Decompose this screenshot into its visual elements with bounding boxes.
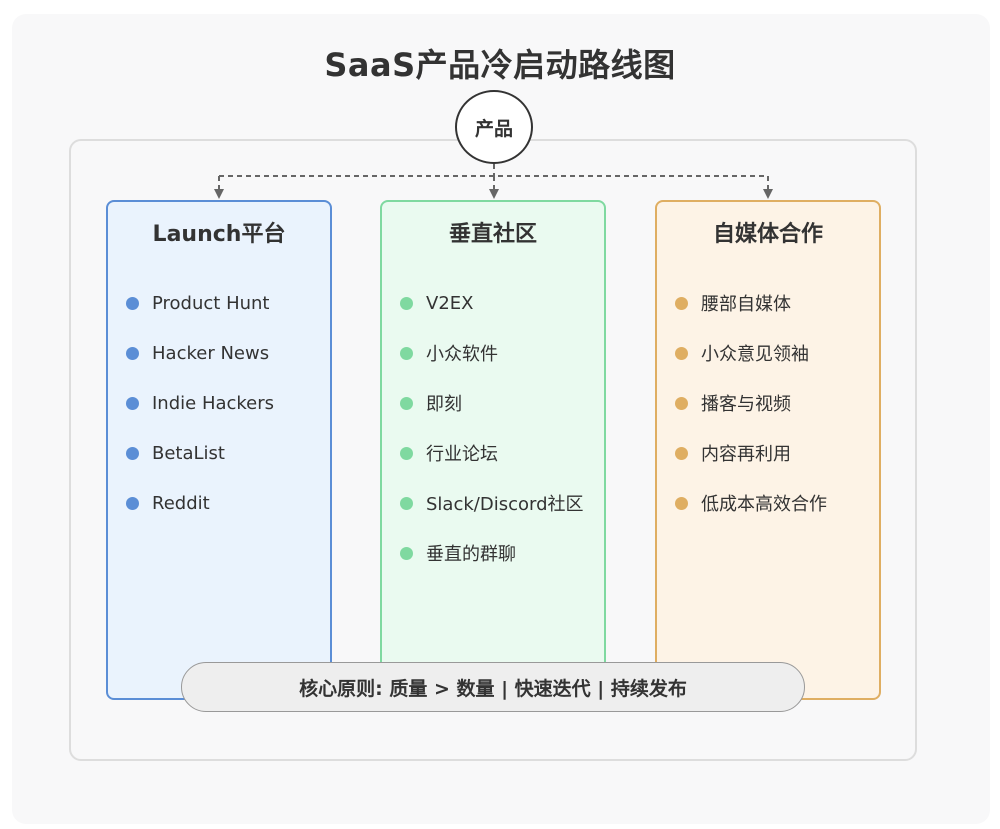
bullet-dot-icon: [400, 396, 413, 410]
bullet-dot-icon: [126, 496, 139, 510]
product-node-label: 产品: [474, 117, 513, 140]
list-item: Reddit: [126, 478, 274, 528]
list-item: V2EX: [400, 278, 584, 328]
column-media-partnerships: 自媒体合作 腰部自媒体 小众意见领袖 播客与视频 内容再利用 低成本高效合作: [655, 200, 881, 700]
core-principle-text: 核心原则: 质量 > 数量 | 快速迭代 | 持续发布: [299, 677, 687, 700]
bullet-dot-icon: [675, 396, 688, 410]
bullet-dot-icon: [400, 296, 413, 310]
list-item: 内容再利用: [675, 428, 827, 478]
list-item: 垂直的群聊: [400, 528, 584, 578]
list-item: BetaList: [126, 428, 274, 478]
bullet-dot-icon: [400, 546, 413, 560]
list-item: 小众意见领袖: [675, 328, 827, 378]
list-item: 小众软件: [400, 328, 584, 378]
column-list: V2EX 小众软件 即刻 行业论坛 Slack/Discord社区 垂直的群聊: [400, 278, 584, 578]
list-item: 行业论坛: [400, 428, 584, 478]
column-list: Product Hunt Hacker News Indie Hackers B…: [126, 278, 274, 528]
bullet-dot-icon: [675, 346, 688, 360]
bullet-dot-icon: [126, 396, 139, 410]
bullet-dot-icon: [400, 346, 413, 360]
bullet-dot-icon: [126, 346, 139, 360]
diagram-title: SaaS产品冷启动路线图: [324, 46, 676, 84]
column-launch-platforms: Launch平台 Product Hunt Hacker News Indie …: [106, 200, 332, 700]
bullet-dot-icon: [126, 296, 139, 310]
core-principle-bar: 核心原则: 质量 > 数量 | 快速迭代 | 持续发布: [181, 662, 805, 712]
bullet-dot-icon: [675, 496, 688, 510]
column-heading: 垂直社区: [448, 222, 537, 247]
bullet-dot-icon: [126, 446, 139, 460]
column-vertical-communities: 垂直社区 V2EX 小众软件 即刻 行业论坛 Slack/Discord社区 垂…: [380, 200, 606, 700]
bullet-dot-icon: [400, 446, 413, 460]
bullet-dot-icon: [400, 496, 413, 510]
list-item: Product Hunt: [126, 278, 274, 328]
list-item: 腰部自媒体: [675, 278, 827, 328]
product-node: 产品: [455, 90, 533, 164]
list-item: 低成本高效合作: [675, 478, 827, 528]
column-list: 腰部自媒体 小众意见领袖 播客与视频 内容再利用 低成本高效合作: [675, 278, 827, 528]
list-item: Indie Hackers: [126, 378, 274, 428]
column-heading: Launch平台: [152, 222, 286, 247]
list-item: 即刻: [400, 378, 584, 428]
bullet-dot-icon: [675, 296, 688, 310]
list-item: 播客与视频: [675, 378, 827, 428]
bullet-dot-icon: [675, 446, 688, 460]
list-item: Hacker News: [126, 328, 274, 378]
list-item: Slack/Discord社区: [400, 478, 584, 528]
column-heading: 自媒体合作: [712, 222, 823, 247]
